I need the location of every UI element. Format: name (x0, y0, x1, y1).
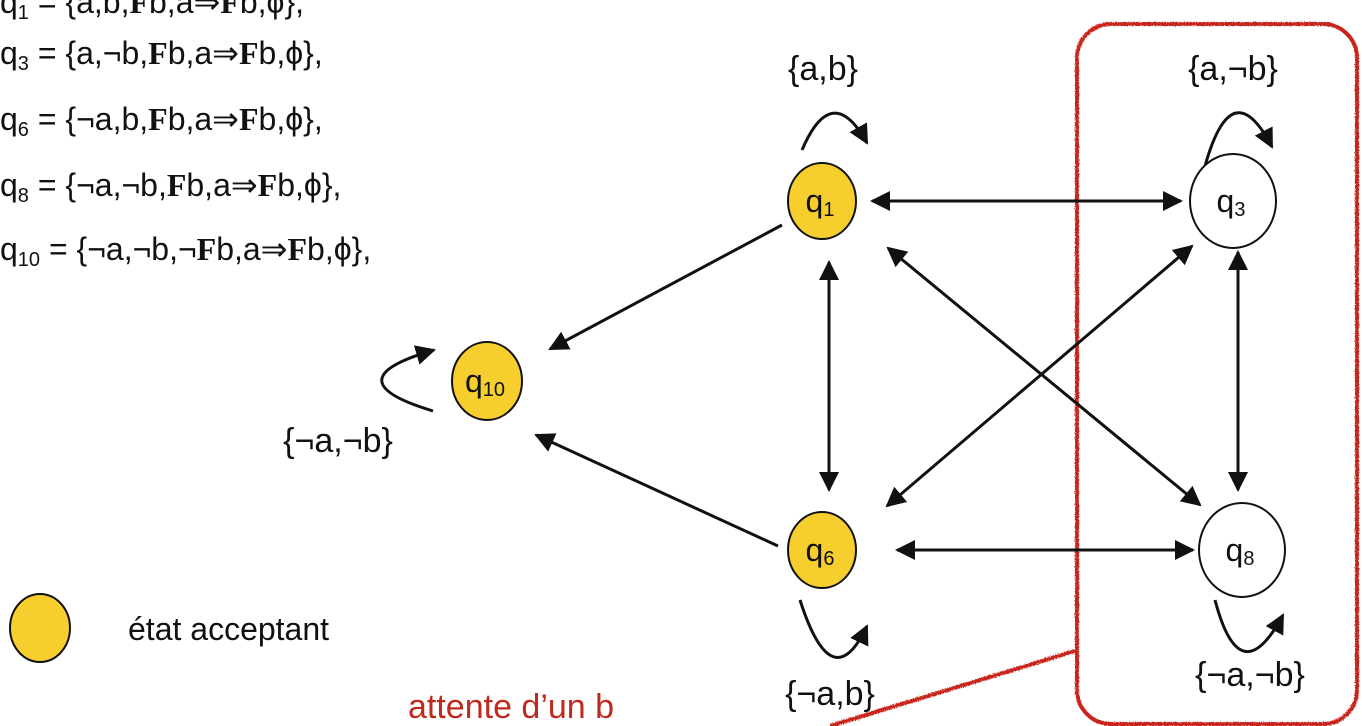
definition-equals: = (28, 0, 66, 20)
self-loop-label-q1: {a,b} (788, 50, 858, 88)
state-circle (787, 162, 857, 240)
definition-formula-part: b,ϕ}, (258, 35, 323, 71)
state-node-q8: q8 (1198, 502, 1286, 598)
state-label-index: 6 (823, 548, 834, 570)
definition-state-index: 8 (17, 185, 29, 207)
self-loop-label-q10: {¬a,¬b} (283, 422, 393, 460)
eventually-operator: F (287, 231, 308, 267)
state-label: q10 (465, 363, 505, 401)
self-loop-q10 (380, 345, 436, 413)
definition-state-name: q (0, 231, 18, 267)
self-loop-label-q3: {a,¬b} (1188, 50, 1278, 88)
state-label-base: q (806, 532, 824, 568)
legend-accepting-swatch (9, 593, 71, 663)
definition-formula-part: b,a⇒ (216, 231, 288, 267)
state-label-base: q (465, 363, 483, 399)
state-node-q10: q10 (451, 341, 523, 421)
self-loop-label-q6: {¬a,b} (785, 675, 875, 713)
definition-formula-part: {¬a,¬b,¬ (76, 231, 197, 267)
self-loops-layer: {a,b} {a,¬b} {¬a,b} {¬a,¬b} {¬a,¬b} (283, 50, 1305, 713)
state-node-q1: q1 (787, 162, 857, 240)
definition-q1: q1 = {a,b,Fb,a⇒Fb,ϕ}, (0, 0, 305, 23)
eventually-operator: F (257, 167, 278, 203)
eventually-operator: F (148, 101, 168, 137)
state-label: q3 (1217, 183, 1246, 221)
definition-state-index: 1 (17, 2, 29, 24)
highlight-label: attente d’un b (408, 688, 614, 726)
definition-q6: q6 = {¬a,b,Fb,a⇒Fb,ϕ}, (0, 101, 323, 140)
state-label: q1 (806, 183, 835, 221)
definition-equals: = (40, 231, 77, 267)
definition-formula-part: {a,b, (65, 0, 130, 20)
state-label-base: q (1217, 183, 1235, 219)
state-label-index: 3 (1234, 199, 1245, 221)
definition-state-index: 3 (17, 53, 29, 75)
state-label-index: 10 (483, 379, 505, 401)
state-label-base: q (806, 183, 824, 219)
state-node-q6: q6 (787, 511, 857, 589)
eventually-operator: F (196, 231, 217, 267)
eventually-operator: F (238, 101, 259, 137)
definition-state-index: 6 (17, 119, 29, 141)
state-label-base: q (1226, 532, 1244, 568)
state-label: q6 (806, 532, 835, 570)
definition-formula-part: b,ϕ}, (258, 101, 323, 137)
definition-q10: q10 = {¬a,¬b,¬Fb,a⇒Fb,ϕ}, (0, 231, 372, 270)
eventually-operator: F (166, 167, 187, 203)
state-circle (1198, 502, 1286, 598)
state-label: q8 (1226, 532, 1255, 570)
definition-formula-part: {a,¬b, (65, 35, 149, 71)
self-loop-q8 (1213, 599, 1285, 654)
definition-formula-part: {¬a,¬b, (65, 167, 167, 203)
definition-state-name: q (0, 0, 18, 20)
definition-state-index: 10 (17, 249, 41, 271)
eventually-operator: F (148, 35, 168, 71)
state-label-index: 8 (1243, 548, 1254, 570)
definition-formula-part: b,ϕ}, (307, 231, 372, 267)
definition-q3: q3 = {a,¬b,Fb,a⇒Fb,ϕ}, (0, 35, 323, 74)
definition-formula-part: b,a⇒ (149, 0, 221, 20)
state-node-q3: q3 (1189, 153, 1277, 249)
state-label-index: 1 (823, 199, 834, 221)
definition-formula-part: b,a⇒ (167, 101, 239, 137)
edge-q6-q3 (885, 244, 1194, 508)
definition-formula-part: b,ϕ}, (239, 0, 305, 20)
state-circle (787, 511, 857, 589)
legend: état acceptant (9, 593, 329, 663)
eventually-operator: F (129, 0, 149, 20)
self-loop-q1 (800, 111, 869, 151)
legend-label: état acceptant (128, 611, 329, 647)
eventually-operator: F (220, 0, 240, 20)
definition-q8: q8 = {¬a,¬b,Fb,a⇒Fb,ϕ}, (0, 167, 342, 206)
self-loop-q3 (1203, 111, 1274, 167)
definition-formula-part: b,ϕ}, (277, 167, 342, 203)
definition-state-name: q (0, 167, 18, 203)
edges-layer (534, 191, 1248, 560)
definition-formula-part: {¬a,b, (65, 101, 149, 137)
definition-state-name: q (0, 101, 18, 137)
edge-q1-q10 (548, 223, 783, 351)
definition-equals: = (28, 35, 66, 71)
self-loop-label-q8: {¬a,¬b} (1195, 656, 1305, 694)
definition-equals: = (28, 167, 66, 203)
definition-formula-part: b,a⇒ (167, 35, 239, 71)
self-loop-q6 (798, 599, 869, 659)
eventually-operator: F (238, 35, 259, 71)
state-circle (1189, 153, 1277, 249)
definition-formula-part: b,a⇒ (186, 167, 258, 203)
definition-equals: = (28, 101, 66, 137)
edge-q6-q10 (534, 433, 779, 548)
highlight-pointer-stroke (829, 648, 1079, 726)
state-circle (451, 341, 523, 421)
waiting-for-b-region (1075, 22, 1359, 726)
definition-state-name: q (0, 35, 18, 71)
